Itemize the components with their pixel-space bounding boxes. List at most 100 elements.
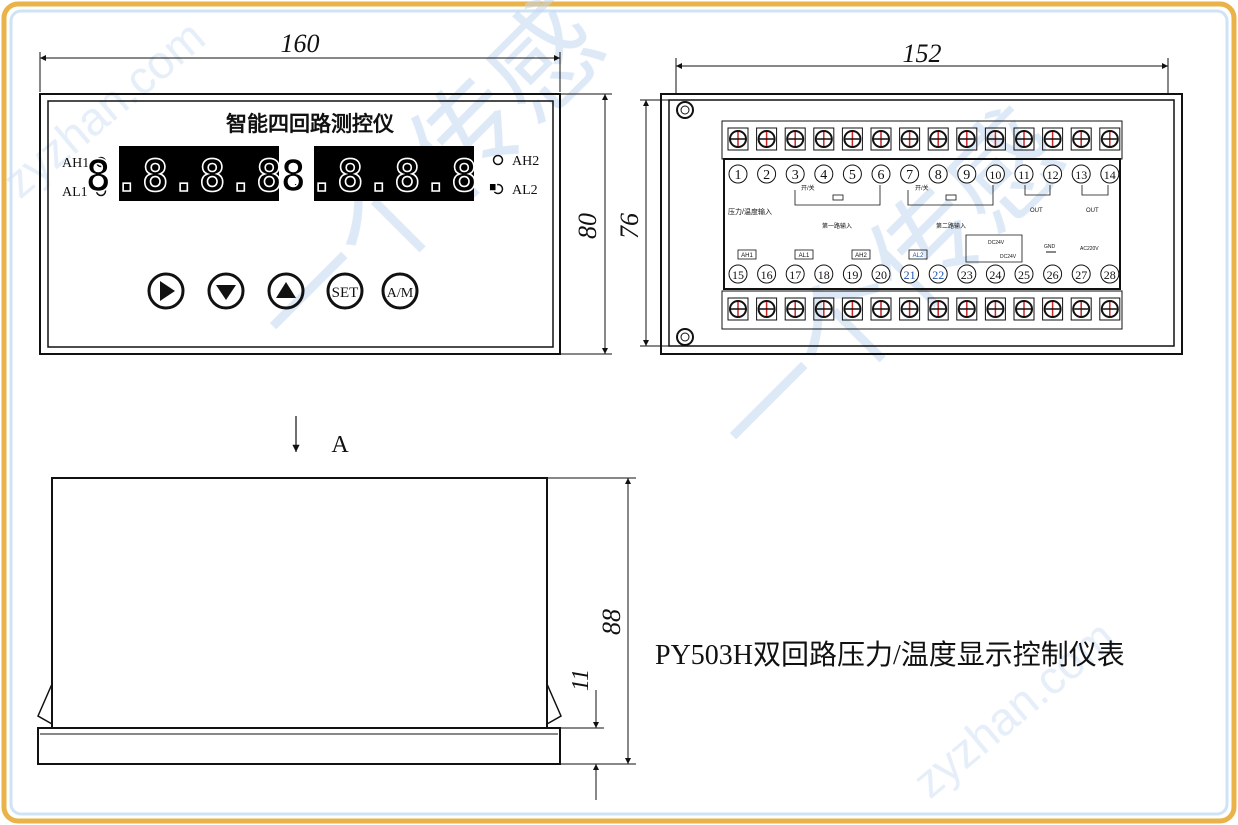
terminal-number-label: 6 <box>878 168 885 183</box>
terminal-number: 21 <box>900 264 920 284</box>
display-right <box>314 146 474 201</box>
caption-title: PY503H双回路压力/温度显示控制仪表 <box>655 639 1125 671</box>
label-switch-1: 开/关 <box>801 184 815 192</box>
terminal-number-label: 20 <box>875 268 887 282</box>
terminal-number: 6 <box>871 164 891 184</box>
screw-bottom-inner <box>680 332 690 342</box>
terminal-number: 9 <box>957 164 977 184</box>
terminal-number: 12 <box>1043 164 1063 184</box>
relay-label-ah2: AH2 <box>855 253 867 259</box>
led-label-al2: AL2 <box>512 183 538 198</box>
label-switch-2: 开/关 <box>915 184 929 192</box>
terminal-number-label: 12 <box>1047 168 1059 182</box>
wire-out-2 <box>1081 185 1109 196</box>
terminal-number: 15 <box>728 264 748 284</box>
terminal-number-label: 16 <box>761 268 773 282</box>
front-panel-inner <box>47 100 554 348</box>
terminal-number: 10 <box>985 164 1005 184</box>
terminal-screw-icon <box>1042 297 1064 321</box>
side-clip-left <box>37 683 53 725</box>
terminal-number: 8 <box>928 164 948 184</box>
terminal-screw-icon <box>899 127 921 151</box>
terminal-screw-icon <box>756 297 778 321</box>
terminal-number-label: 2 <box>763 168 770 183</box>
led-label-al1: AL1 <box>62 185 88 200</box>
screw-top-inner <box>680 105 690 115</box>
front-panel-outer <box>39 93 561 355</box>
side-body <box>51 477 548 729</box>
terminal-screw-icon <box>841 297 863 321</box>
resistor-1 <box>832 194 844 201</box>
terminal-number-label: 19 <box>846 268 858 282</box>
terminal-number-label: 14 <box>1104 168 1116 182</box>
terminal-number-label: 4 <box>820 168 827 183</box>
label-first-input: 第一路输入 <box>822 222 852 230</box>
wire-1 <box>794 185 881 206</box>
terminal-screw-icon <box>727 297 749 321</box>
label-second-input: 第二路输入 <box>936 222 966 230</box>
button-ring <box>267 272 305 310</box>
button-play-right[interactable] <box>147 272 185 310</box>
button-ring <box>147 272 185 310</box>
button-auto-manual[interactable]: A/M <box>381 272 419 310</box>
label-ac220v: AC220V <box>1080 246 1099 252</box>
button-ring <box>381 272 419 310</box>
terminal-screw-icon <box>1013 297 1035 321</box>
auto-manual-icon: A/M <box>387 286 414 301</box>
front-view: 160 80 智能四回路测控仪 AH1 AL1 AH2 AL2 8.8.8.8.… <box>39 29 612 355</box>
terminal-number-label: 22 <box>932 268 944 282</box>
terminal-number-label: 18 <box>818 268 830 282</box>
relay-box-al1 <box>794 249 814 260</box>
terminal-number-label: 25 <box>1018 268 1030 282</box>
terminal-number-label: 7 <box>906 168 913 183</box>
terminal-screw-icon <box>813 127 835 151</box>
bottom-screw-row <box>727 297 1121 321</box>
terminal-number: 4 <box>814 164 834 184</box>
label-out-2: OUT <box>1086 208 1099 214</box>
set-icon: SET <box>332 285 359 301</box>
bottom-terminal-strip <box>721 290 1123 330</box>
terminal-screw-icon <box>1013 127 1035 151</box>
terminal-number: 24 <box>985 264 1005 284</box>
terminal-screw-icon <box>756 127 778 151</box>
button-set[interactable]: SET <box>326 272 364 310</box>
terminal-number-label: 13 <box>1075 168 1087 182</box>
label-input: 压力/温度输入 <box>728 207 772 216</box>
terminal-number: 13 <box>1071 164 1091 184</box>
terminal-screw-icon <box>899 297 921 321</box>
terminal-screw-icon <box>1070 127 1092 151</box>
terminal-number: 16 <box>757 264 777 284</box>
terminal-screw-icon <box>956 127 978 151</box>
terminal-number: 25 <box>1014 264 1034 284</box>
terminal-number-label: 24 <box>989 268 1001 282</box>
terminal-screw-icon <box>727 127 749 151</box>
front-width-dim: 160 <box>281 29 320 58</box>
top-screw-row <box>727 127 1121 151</box>
button-ring <box>326 272 364 310</box>
side-view: A 88 11 <box>37 416 636 800</box>
led-label-ah2: AH2 <box>512 154 539 169</box>
terminal-screw-icon <box>927 297 949 321</box>
front-height-dim: 80 <box>573 213 602 239</box>
terminal-number: 27 <box>1071 264 1091 284</box>
terminal-screw-icon <box>784 127 806 151</box>
side-clip-right <box>546 683 562 725</box>
terminal-screw-icon <box>1099 297 1121 321</box>
triangle-down-icon <box>216 285 236 300</box>
terminal-number: 20 <box>871 264 891 284</box>
terminal-number: 26 <box>1043 264 1063 284</box>
display-left-digits: 8.8.8.8. <box>85 151 313 202</box>
terminal-number-label: 27 <box>1075 268 1087 282</box>
terminal-number-label: 26 <box>1047 268 1059 282</box>
button-down[interactable] <box>207 272 245 310</box>
rear-height-dim: 76 <box>615 213 644 239</box>
wire-out-1 <box>1024 185 1051 196</box>
terminal-screw-icon <box>870 127 892 151</box>
relay-box-al2 <box>908 249 928 260</box>
button-up[interactable] <box>267 272 305 310</box>
terminal-number: 17 <box>785 264 805 284</box>
terminal-number-label: 17 <box>789 268 801 282</box>
